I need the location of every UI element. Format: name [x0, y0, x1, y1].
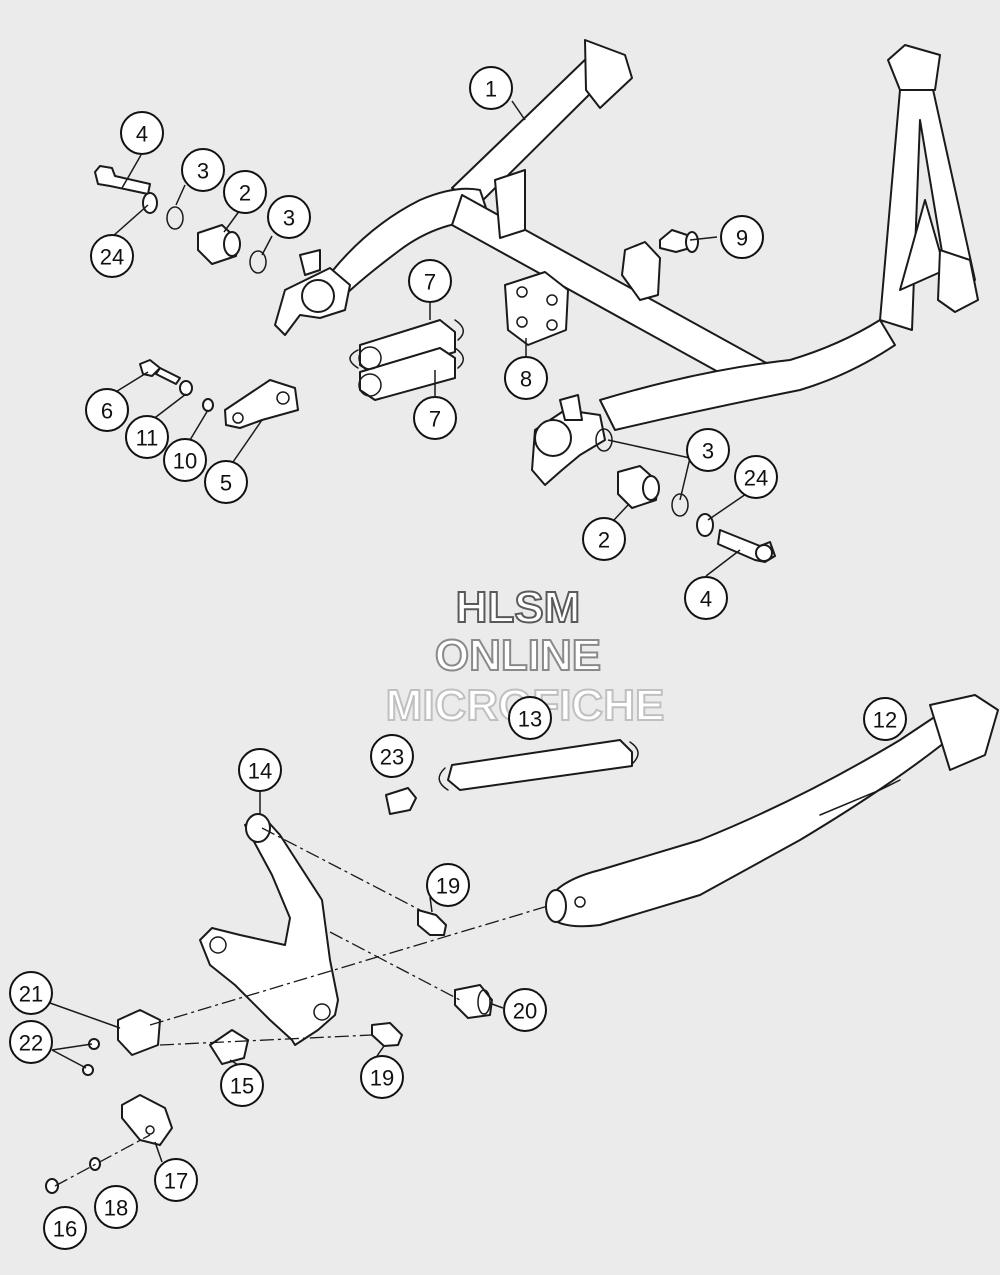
callout-16-label: 16 [53, 1217, 77, 1242]
callout-21-label: 21 [19, 982, 43, 1007]
callout-4-top: 4 [120, 111, 164, 155]
switch-21 [117, 1009, 161, 1056]
callout-11-label: 11 [136, 426, 159, 451]
side-stand-spring [438, 739, 639, 791]
callout-24-label: 24 [744, 466, 768, 491]
callout-19-label: 19 [436, 874, 460, 899]
callout-7-bottom: 7 [413, 396, 457, 440]
callout-18: 18 [94, 1185, 138, 1229]
leader-lines [49, 100, 747, 1163]
callout-17-label: 17 [164, 1169, 188, 1194]
side-stand-bracket [199, 813, 339, 1046]
callout-2-right: 2 [582, 517, 626, 561]
callout-13-label: 13 [518, 707, 542, 732]
callout-20: 20 [503, 988, 547, 1032]
callout-1: 1 [469, 66, 513, 110]
callout-4-right: 4 [684, 576, 728, 620]
callout-14: 14 [238, 748, 282, 792]
watermark-line-1: HLSM [456, 583, 581, 632]
bolt-19-upper [417, 909, 447, 936]
callout-2-label: 2 [598, 528, 610, 553]
callout-20-label: 20 [513, 999, 537, 1024]
callout-4-label: 4 [136, 122, 148, 147]
callout-15: 15 [220, 1063, 264, 1107]
bushing-15 [209, 1029, 249, 1065]
callout-23: 23 [370, 734, 414, 778]
springs-pair [349, 319, 464, 401]
callout-7-label: 7 [429, 407, 441, 432]
callout-12: 12 [863, 697, 907, 741]
callout-19-upper: 19 [426, 863, 470, 907]
callout-22: 22 [9, 1020, 53, 1064]
bolt-19-lower [371, 1022, 403, 1047]
callout-10: 10 [163, 438, 207, 482]
switch-bracket-group [139, 359, 299, 429]
callout-21: 21 [9, 971, 53, 1015]
callout-3-right: 3 [686, 428, 730, 472]
assembly-centerlines [54, 827, 549, 1187]
callout-10-label: 10 [173, 449, 197, 474]
callout-16: 16 [43, 1206, 87, 1250]
callout-24-top: 24 [90, 234, 134, 278]
callout-9: 9 [720, 215, 764, 259]
callout-23-label: 23 [380, 745, 404, 770]
callout-19-label: 19 [370, 1066, 394, 1091]
bolt-9 [659, 229, 699, 253]
callout-12-label: 12 [873, 708, 897, 733]
callout-2-top: 2 [223, 170, 267, 214]
callout-1-label: 1 [485, 77, 497, 102]
callout-9-label: 9 [736, 226, 748, 251]
callout-6-label: 6 [101, 399, 113, 424]
callout-8: 8 [504, 356, 548, 400]
callout-15-label: 15 [230, 1074, 254, 1099]
callout-7-top: 7 [408, 259, 452, 303]
callout-14-label: 14 [248, 759, 272, 784]
callout-3-top-right: 3 [267, 195, 311, 239]
callout-3-label: 3 [283, 206, 295, 231]
screw-16 [45, 1178, 59, 1194]
callout-8-label: 8 [520, 367, 532, 392]
callout-3-top-left: 3 [181, 148, 225, 192]
stud-23 [385, 787, 417, 815]
callout-7-label: 7 [424, 270, 436, 295]
callout-6: 6 [85, 388, 129, 432]
callout-13: 13 [508, 696, 552, 740]
callout-18-label: 18 [104, 1196, 128, 1221]
callout-4-label: 4 [700, 587, 712, 612]
pivot-assembly-right [595, 428, 776, 563]
callout-5-label: 5 [220, 471, 232, 496]
side-stand [545, 694, 999, 928]
center-stand [274, 39, 979, 486]
pivot-assembly-left [94, 165, 267, 274]
callout-24-label: 24 [100, 245, 124, 270]
callout-11: 11 [125, 415, 169, 459]
callout-5: 5 [204, 460, 248, 504]
callout-3-label: 3 [702, 439, 714, 464]
callout-19-lower: 19 [360, 1055, 404, 1099]
plate-17 [121, 1094, 173, 1146]
callout-17: 17 [154, 1158, 198, 1202]
spring-bracket [504, 271, 569, 346]
callout-3-label: 3 [197, 159, 209, 184]
callout-24-right: 24 [734, 455, 778, 499]
bushing-20 [454, 984, 493, 1019]
callout-22-label: 22 [19, 1031, 43, 1056]
callout-2-label: 2 [239, 181, 251, 206]
watermark-line-2: ONLINE [435, 631, 601, 680]
